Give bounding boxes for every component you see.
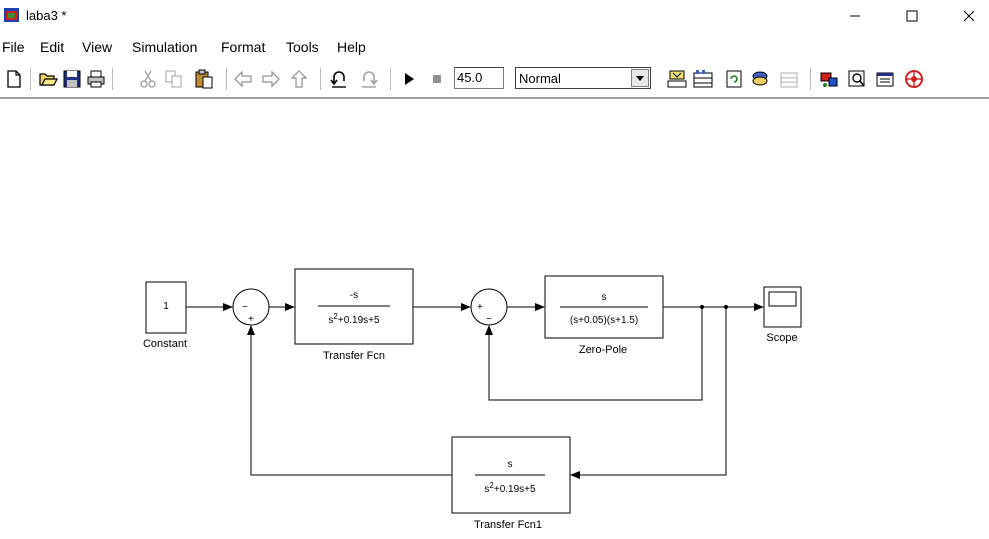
toolbar-separator bbox=[226, 68, 227, 90]
transfer-fcn-numerator: -s bbox=[350, 290, 358, 301]
sum-block-1[interactable]: − + bbox=[232, 288, 270, 326]
simulation-mode-value: Normal bbox=[519, 71, 561, 86]
properties-icon[interactable] bbox=[875, 69, 895, 89]
branch-point bbox=[700, 305, 704, 309]
transfer-fcn-block[interactable]: -s s2+0.19s+5 bbox=[294, 268, 414, 345]
cut-icon[interactable] bbox=[138, 69, 158, 89]
save-icon[interactable] bbox=[62, 69, 82, 89]
transfer-fcn1-label: Transfer Fcn1 bbox=[474, 519, 542, 531]
menu-edit[interactable]: Edit bbox=[40, 39, 65, 55]
stop-time-field[interactable]: 45.0 bbox=[454, 67, 504, 89]
scope-block[interactable] bbox=[763, 286, 802, 328]
stop-icon[interactable] bbox=[427, 69, 447, 89]
menu-file[interactable]: File bbox=[2, 39, 25, 55]
transfer-fcn1-block[interactable]: s s2+0.19s+5 bbox=[451, 436, 571, 514]
forward-icon[interactable] bbox=[261, 69, 281, 89]
open-icon[interactable] bbox=[38, 69, 58, 89]
maximize-icon bbox=[906, 10, 918, 22]
transfer-fcn1-denominator: s2+0.19s+5 bbox=[484, 481, 536, 495]
redo-icon[interactable] bbox=[359, 69, 379, 89]
up-icon[interactable] bbox=[289, 69, 309, 89]
help-icon[interactable] bbox=[904, 69, 924, 89]
menu-format[interactable]: Format bbox=[221, 39, 266, 55]
constant-value: 1 bbox=[163, 301, 169, 312]
title-bar: laba3 * bbox=[0, 0, 989, 32]
new-icon[interactable] bbox=[4, 69, 24, 89]
build-icon[interactable] bbox=[667, 69, 687, 89]
branch-point bbox=[724, 305, 728, 309]
tool-icon[interactable] bbox=[819, 69, 839, 89]
close-button[interactable] bbox=[946, 0, 989, 32]
zero-pole-block[interactable]: s (s+0.05)(s+1.5) bbox=[544, 275, 664, 339]
constant-label: Constant bbox=[143, 338, 187, 350]
undo-icon[interactable] bbox=[329, 69, 349, 89]
toolbar-separator bbox=[320, 68, 321, 90]
window-title: laba3 * bbox=[26, 8, 67, 23]
minimize-icon bbox=[850, 15, 860, 17]
debug-icon[interactable] bbox=[779, 69, 799, 89]
print-icon[interactable] bbox=[86, 69, 106, 89]
find-icon[interactable] bbox=[847, 69, 867, 89]
update-icon[interactable] bbox=[724, 69, 744, 89]
zero-pole-numerator: s bbox=[602, 292, 607, 303]
sum-block-2[interactable]: + − bbox=[470, 288, 508, 326]
scope-label: Scope bbox=[766, 332, 797, 344]
toolbar-separator bbox=[390, 68, 391, 90]
copy-icon[interactable] bbox=[164, 69, 184, 89]
model-explorer-icon[interactable] bbox=[750, 69, 770, 89]
sum1-sign-bottom: + bbox=[248, 314, 254, 325]
simulink-app-icon bbox=[4, 8, 19, 22]
toolbar-separator bbox=[30, 68, 31, 90]
transfer-fcn-denominator: s2+0.19s+5 bbox=[328, 312, 380, 326]
sum1-sign-left: − bbox=[242, 302, 248, 313]
chevron-down-icon bbox=[636, 76, 644, 81]
maximize-button[interactable] bbox=[889, 0, 935, 32]
dropdown-arrow-button[interactable] bbox=[631, 69, 649, 87]
sum2-sign-left: + bbox=[477, 302, 483, 313]
play-icon[interactable] bbox=[399, 69, 419, 89]
zero-pole-denominator: (s+0.05)(s+1.5) bbox=[570, 315, 638, 326]
toolbar-separator bbox=[810, 68, 811, 90]
menu-simulation[interactable]: Simulation bbox=[132, 39, 198, 55]
signal-lines bbox=[186, 303, 764, 479]
simulation-mode-select[interactable]: Normal bbox=[515, 67, 651, 89]
close-icon bbox=[963, 10, 975, 22]
back-icon[interactable] bbox=[233, 69, 253, 89]
menu-view[interactable]: View bbox=[82, 39, 113, 55]
menu-help[interactable]: Help bbox=[337, 39, 366, 55]
sum2-sign-bottom: − bbox=[486, 314, 492, 325]
model-canvas[interactable]: 1 Constant − + -s s2+0.19s+5 Transfer Fc… bbox=[0, 99, 989, 539]
signal-to-tf1 bbox=[570, 307, 727, 479]
menu-tools[interactable]: Tools bbox=[286, 39, 319, 55]
signal-tf1-to-sum1 bbox=[247, 325, 452, 476]
signal-feedback-to-sum2 bbox=[485, 307, 703, 401]
minimize-button[interactable] bbox=[832, 0, 878, 32]
paste-icon[interactable] bbox=[194, 69, 214, 89]
transfer-fcn1-numerator: s bbox=[508, 459, 513, 470]
library-icon[interactable] bbox=[693, 69, 713, 89]
toolbar-separator bbox=[112, 68, 113, 90]
zero-pole-label: Zero-Pole bbox=[579, 344, 627, 356]
transfer-fcn-label: Transfer Fcn bbox=[323, 350, 385, 362]
constant-block[interactable]: 1 bbox=[145, 281, 187, 334]
menu-bar: File Edit View Simulation Format Tools H… bbox=[0, 36, 989, 58]
